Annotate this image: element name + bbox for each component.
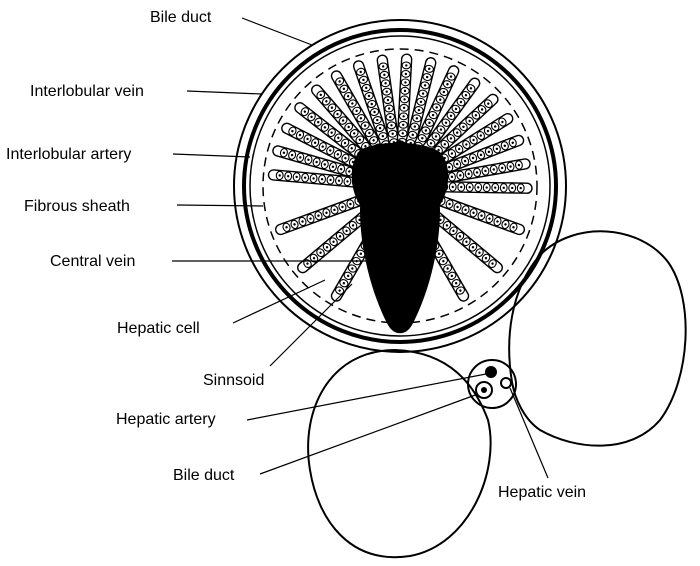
central-vein-spread <box>352 143 449 205</box>
leader-fibrous-sheath <box>177 205 263 206</box>
label-hepatic-cell: Hepatic cell <box>117 320 200 337</box>
label-hepatic-artery: Hepatic artery <box>116 411 216 428</box>
leader-interlobular-vein <box>187 91 262 94</box>
portal-triad <box>468 360 516 408</box>
leader-hepatic-vein <box>510 388 548 478</box>
hepatic-artery-vessel <box>485 366 497 378</box>
label-hepatic-vein: Hepatic vein <box>498 484 586 501</box>
leader-sinusoid <box>270 284 352 366</box>
label-fibrous-sheath: Fibrous sheath <box>24 198 130 215</box>
lobule-bottom <box>308 350 490 557</box>
leader-interlobular-artery <box>173 154 250 157</box>
label-bile-duct-top: Bile duct <box>150 9 212 26</box>
bile-duct-vessel-inner <box>481 387 487 393</box>
leader-bile-duct-top <box>242 18 312 45</box>
leader-bile-duct-bottom <box>260 394 478 474</box>
label-sinusoid: Sinnsoid <box>203 372 264 389</box>
labels: Bile duct Interlobular vein Interlobular… <box>6 9 586 501</box>
label-central-vein: Central vein <box>50 253 135 270</box>
adjacent-lobules <box>308 231 686 557</box>
label-interlobular-artery: Interlobular artery <box>6 146 131 163</box>
hepatic-vein-vessel <box>501 378 511 388</box>
label-interlobular-vein: Interlobular vein <box>30 83 144 100</box>
leader-hepatic-artery <box>247 374 486 420</box>
hepatic-cell-cord <box>440 182 532 194</box>
label-bile-duct-bottom: Bile duct <box>173 467 235 484</box>
